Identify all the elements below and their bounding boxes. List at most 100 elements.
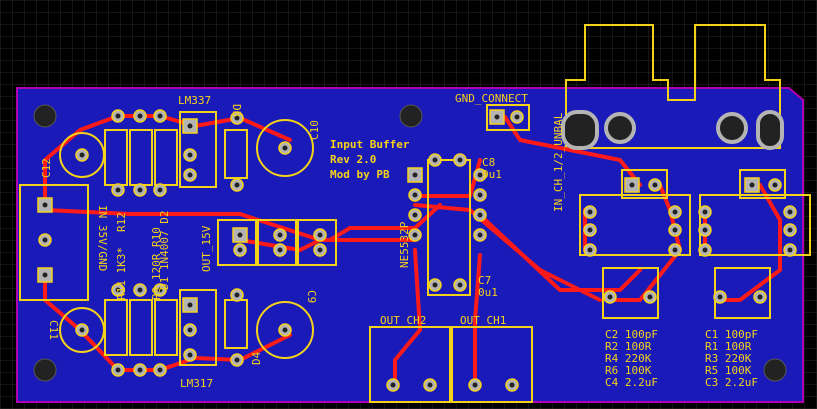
- label-c12: C12: [40, 158, 53, 178]
- label-d3: D3: [230, 104, 243, 117]
- jack-holes: [561, 110, 784, 150]
- pad-hole: [157, 113, 163, 119]
- pad-hole: [629, 182, 635, 188]
- bom-line: C1 100pF: [705, 328, 758, 341]
- pad-hole: [157, 187, 163, 193]
- label-d4: D4: [250, 351, 263, 365]
- pad-hole: [702, 247, 708, 253]
- pad-hole: [137, 287, 143, 293]
- pad-hole: [234, 357, 240, 363]
- title-line-1: Input Buffer: [330, 138, 410, 151]
- pad-hole: [672, 209, 678, 215]
- label-power-in: IN 35V/GND: [96, 205, 109, 271]
- ic-ne5532-outline: [427, 159, 471, 296]
- bom-line: C4 2.2uF: [605, 376, 658, 389]
- label-lm337: LM337: [178, 94, 211, 107]
- pad-hole: [237, 247, 243, 253]
- label-r12: R12: [115, 212, 128, 232]
- pad-hole: [79, 327, 85, 333]
- bom-line: C3 2.2uF: [705, 376, 758, 389]
- label-c8-val: 0u1: [482, 168, 502, 181]
- pad-hole: [647, 294, 653, 300]
- label-r11: R11 1K3*: [115, 247, 128, 300]
- pad-hole: [432, 282, 438, 288]
- pad-hole: [477, 192, 483, 198]
- pad-hole: [652, 182, 658, 188]
- pad-hole: [187, 352, 193, 358]
- bom-line: R6 100K: [605, 364, 652, 377]
- pad-hole: [115, 113, 121, 119]
- pad-hole: [234, 182, 240, 188]
- pad-hole: [412, 192, 418, 198]
- pad-hole: [472, 382, 478, 388]
- pad-hole: [702, 209, 708, 215]
- out-ch1-connector: [451, 326, 533, 403]
- pad-hole: [509, 382, 515, 388]
- pad-hole: [187, 123, 193, 129]
- out-ch2-connector: [369, 326, 451, 403]
- pad-hole: [477, 232, 483, 238]
- pad-hole: [137, 113, 143, 119]
- label-c7-val: 0u1: [478, 286, 498, 299]
- label-gnd-connect: GND_CONNECT: [455, 92, 528, 105]
- pad-hole: [115, 187, 121, 193]
- pad-hole: [234, 115, 240, 121]
- out15v-block-2: [257, 219, 297, 266]
- pad-hole: [427, 382, 433, 388]
- pad-hole: [187, 327, 193, 333]
- pad-hole: [157, 287, 163, 293]
- pad-hole: [412, 232, 418, 238]
- pad-hole: [42, 237, 48, 243]
- out15v-block-3: [297, 219, 337, 266]
- pad-hole: [412, 172, 418, 178]
- pad-hole: [607, 294, 613, 300]
- label-c9: C9: [305, 290, 318, 303]
- pad-hole: [317, 232, 323, 238]
- pads: [37, 109, 797, 392]
- pad-hole: [787, 227, 793, 233]
- pad-hole: [79, 152, 85, 158]
- pad-hole: [137, 187, 143, 193]
- pad-hole: [282, 145, 288, 151]
- mounting-holes: [33, 104, 787, 382]
- pad-hole: [477, 172, 483, 178]
- pad-hole: [787, 209, 793, 215]
- pad-hole: [477, 212, 483, 218]
- label-c8: C8: [482, 156, 495, 169]
- out15v-block-1: [217, 219, 257, 266]
- title-line-2: Rev 2.0: [330, 153, 376, 166]
- label-c10: C10: [308, 120, 321, 140]
- pad-hole: [672, 247, 678, 253]
- pad-hole: [282, 327, 288, 333]
- cap-c9-outline: [256, 301, 314, 359]
- pad-hole: [717, 294, 723, 300]
- cap-c10-outline: [256, 119, 314, 177]
- reg-lm337-outline: [179, 111, 217, 188]
- bom-line: R5 100K: [705, 364, 752, 377]
- pad-hole: [234, 292, 240, 298]
- pad-hole: [277, 232, 283, 238]
- label-c11: C11: [47, 320, 60, 340]
- pad-hole: [787, 247, 793, 253]
- pad-hole: [187, 172, 193, 178]
- pad-hole: [457, 157, 463, 163]
- pad-hole: [137, 367, 143, 373]
- pad-hole: [757, 294, 763, 300]
- pad-hole: [390, 382, 396, 388]
- gnd-connect-header: [486, 104, 530, 131]
- pad-hole: [432, 157, 438, 163]
- bom-line: R3 220K: [705, 352, 752, 365]
- label-r9: R9 120R R10: [150, 227, 163, 300]
- pad-hole: [412, 212, 418, 218]
- pad-hole: [277, 247, 283, 253]
- pcb-board[interactable]: [16, 87, 804, 403]
- label-out-ch2: OUT_CH2: [380, 314, 426, 327]
- audio-jack-footprint[interactable]: [565, 24, 781, 149]
- pad-hole: [772, 182, 778, 188]
- pad-hole: [457, 282, 463, 288]
- pad-hole: [587, 209, 593, 215]
- title-line-3: Mod by PB: [330, 168, 390, 181]
